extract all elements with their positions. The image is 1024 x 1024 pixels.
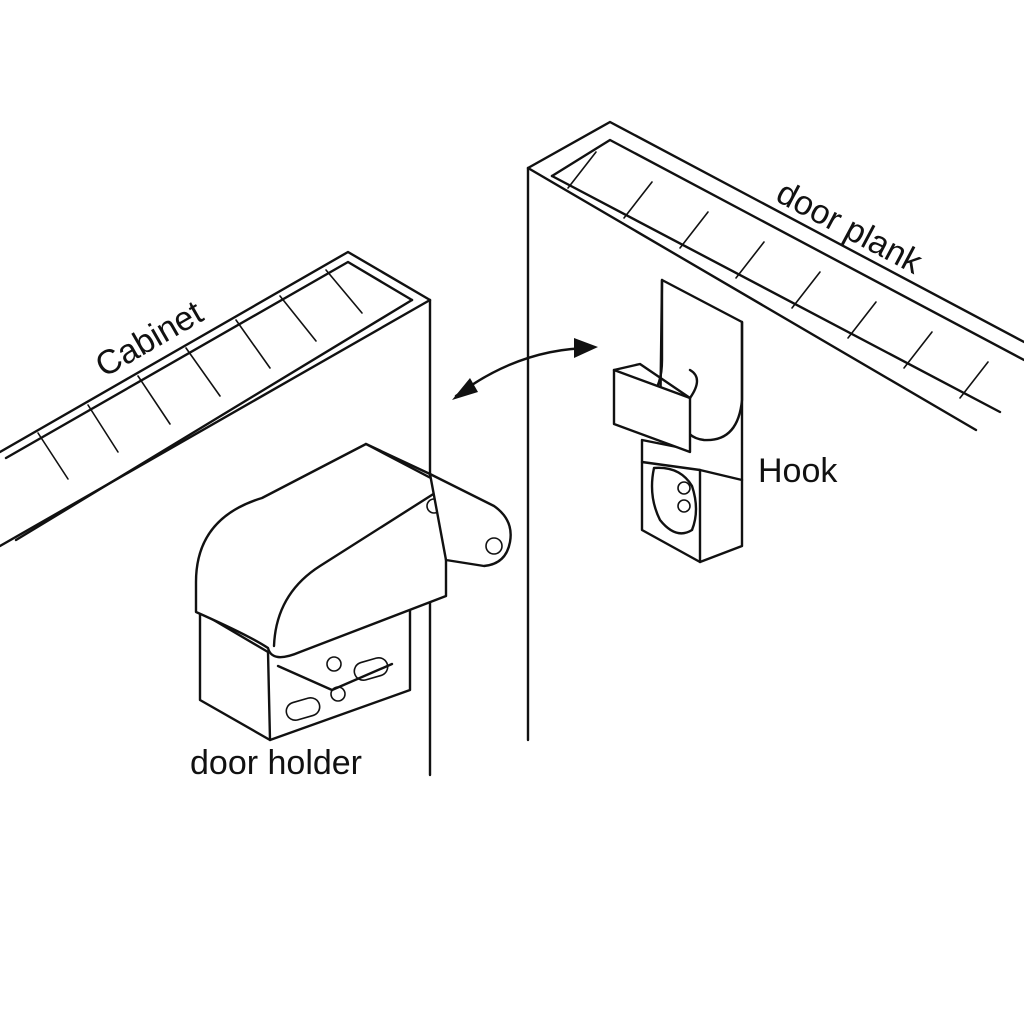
door-plank-label: door plank [770, 174, 929, 283]
door-holder-part: door holder [190, 442, 512, 782]
cabinet-edge-grain [37, 269, 363, 480]
arrowhead-left-icon [452, 378, 478, 400]
door-holder-label: door holder [190, 744, 362, 782]
hook-part: Hook [612, 278, 838, 564]
door-plank-edge-grain [567, 151, 989, 399]
door-plank-panel: door plank [526, 120, 1024, 742]
cabinet-label: Cabinet [89, 293, 210, 385]
arrowhead-right-icon [574, 338, 598, 358]
hook-label: Hook [758, 452, 838, 490]
swing-arrow [452, 338, 598, 400]
